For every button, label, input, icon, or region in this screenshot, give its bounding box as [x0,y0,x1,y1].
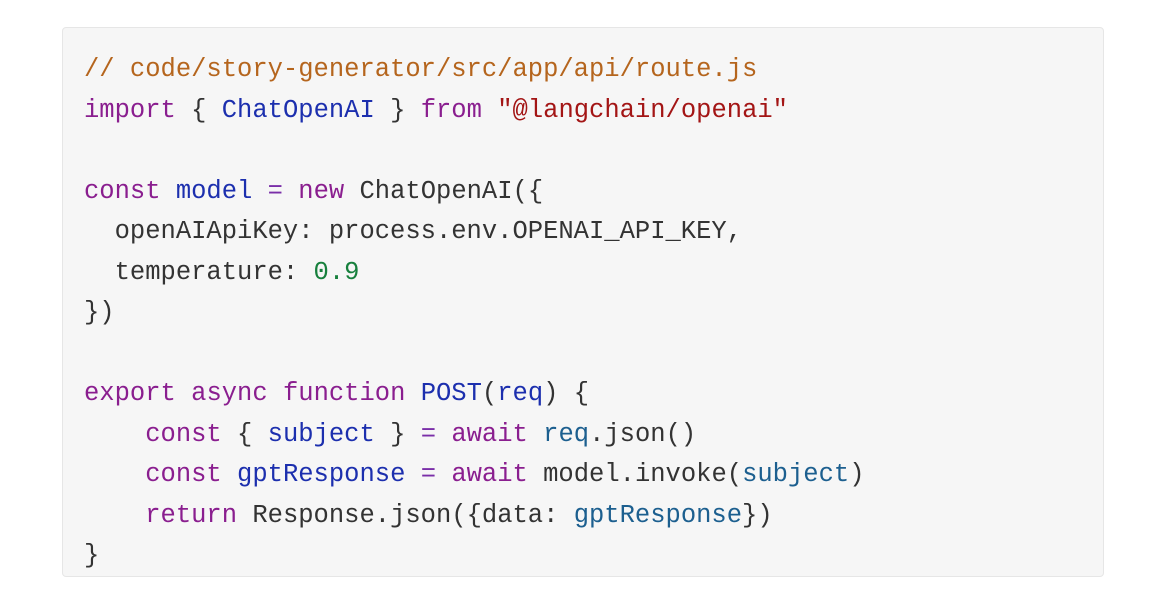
property-name: temperature: [84,257,314,287]
whitespace [268,379,283,408]
keyword-new: new [298,176,345,206]
variable-reference: req [543,419,590,449]
property-line: openAIApiKey: process.env.OPENAI_API_KEY… [84,217,743,246]
keyword-await: await [451,419,528,449]
code-line-1: // code/story-generator/src/app/api/rout… [84,50,1103,91]
class-name: ChatOpenAI [221,95,375,125]
variable-reference: gptResponse [573,500,743,530]
whitespace [482,96,497,125]
whitespace [176,379,191,408]
punctuation: } [374,95,421,125]
code-line-6: temperature: 0.9 [84,253,1103,294]
punctuation: { [221,419,268,449]
module-string: "@langchain/openai" [497,95,788,125]
method-call: Response.json({data: [237,500,574,530]
code-line-4: const model = new ChatOpenAI({ [84,172,1103,213]
code-line-3 [84,131,1103,172]
keyword-from: from [420,95,482,125]
code-line-7: }) [84,293,1103,334]
indent [84,501,145,530]
keyword-export: export [84,379,176,408]
code-line-11: const gptResponse = await model.invoke(s… [84,455,1103,496]
punctuation: ) [849,460,865,489]
code-line-9: export async function POST(req) { [84,374,1103,415]
punctuation: ) { [543,379,590,408]
code-line-2: import { ChatOpenAI } from "@langchain/o… [84,91,1103,132]
code-line-10: const { subject } = await req.json() [84,415,1103,456]
keyword-return: return [145,500,238,530]
number-literal: 0.9 [313,257,360,287]
operator: = [420,419,437,449]
variable-name: model [175,176,253,206]
keyword-await: await [451,460,528,489]
whitespace [436,460,451,489]
whitespace [405,460,420,489]
whitespace [222,460,237,489]
code-line-12: return Response.json({data: gptResponse}… [84,496,1103,537]
keyword-function: function [282,379,406,408]
keyword-const: const [145,419,222,449]
method-call: model.invoke( [527,460,743,489]
keyword-const: const [145,460,222,489]
function-name: POST [420,379,482,408]
constructor-call: ChatOpenAI({ [344,176,544,206]
whitespace [436,420,451,449]
punctuation: } [84,541,100,570]
parameter-name: req [497,379,544,408]
file-path-comment: // code/story-generator/src/app/api/rout… [84,55,758,84]
punctuation: }) [84,298,115,327]
punctuation: }) [742,500,773,530]
variable-reference: subject [742,460,850,489]
code-block: // code/story-generator/src/app/api/rout… [62,27,1104,577]
keyword-import: import [84,95,176,125]
whitespace [283,177,298,206]
code-line-5: openAIApiKey: process.env.OPENAI_API_KEY… [84,212,1103,253]
punctuation: ( [481,379,498,408]
method-call: .json() [589,419,697,449]
variable-name: subject [267,419,375,449]
whitespace [405,379,420,408]
whitespace [528,420,543,449]
indent [84,460,145,489]
indent [84,420,145,449]
keyword-async: async [191,379,268,408]
code-line-8 [84,334,1103,375]
whitespace [161,177,176,206]
keyword-const: const [84,176,161,206]
code-line-13: } [84,536,1103,577]
operator: = [420,460,436,489]
punctuation: } [374,419,421,449]
variable-name: gptResponse [237,460,406,489]
whitespace [252,177,267,206]
punctuation: { [175,95,222,125]
operator: = [267,176,283,206]
